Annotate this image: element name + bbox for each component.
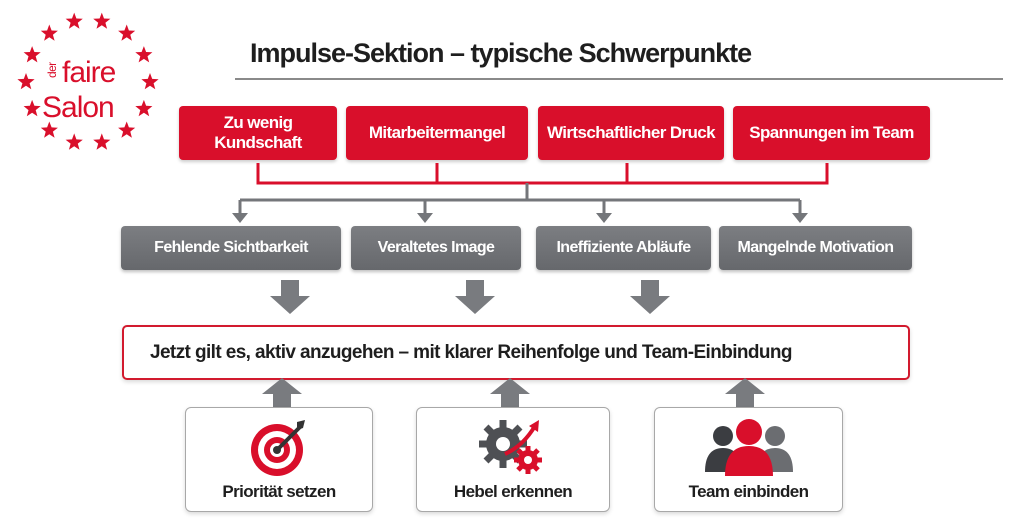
gray-connector [238, 183, 802, 215]
team-icon [704, 419, 793, 476]
challenge-box: Wirtschaftlicher Druck [538, 106, 724, 160]
logo-star-icon [65, 133, 83, 150]
up-arrows [262, 378, 765, 407]
logo-star-icon [135, 99, 153, 117]
logo-star-icon [17, 73, 35, 90]
logo-text-salon: Salon [42, 91, 114, 124]
logo-star-icon [135, 46, 153, 63]
logo-star-icon [118, 121, 136, 138]
logo: der faire Salon [17, 12, 159, 150]
logo-text-der: der [45, 62, 59, 78]
red-connector [256, 163, 829, 185]
action-card-priority: Priorität setzen [185, 407, 373, 512]
cause-box: Fehlende Sichtbarkeit [121, 226, 341, 270]
challenge-box: Mitarbeitermangel [346, 106, 528, 160]
gears-icon [479, 420, 542, 474]
logo-star-icon [93, 12, 111, 29]
logo-star-icon [141, 73, 159, 90]
cause-box: Veraltetes Image [351, 226, 521, 270]
conclusion-box: Jetzt gilt es, aktiv anzugehen – mit kla… [122, 325, 910, 380]
action-label: Priorität setzen [222, 482, 336, 501]
down-arrowheads [232, 213, 808, 223]
logo-star-icon [118, 24, 136, 41]
target-icon [251, 420, 305, 476]
cause-box: Mangelnde Motivation [719, 226, 912, 270]
challenge-box: Spannungen im Team [733, 106, 930, 160]
logo-star-icon [40, 121, 58, 138]
logo-star-icon [65, 12, 83, 29]
big-down-arrows [270, 280, 670, 314]
action-label: Hebel erkennen [453, 482, 573, 501]
logo-text-faire: faire [62, 56, 116, 89]
logo-star-icon [40, 24, 58, 41]
logo-star-icon [93, 133, 111, 150]
action-card-team: Team einbinden [654, 407, 843, 512]
connectors [232, 163, 829, 223]
page-title: Impulse-Sektion – typische Schwerpunkte [250, 38, 752, 68]
challenge-box: Zu wenig Kundschaft [179, 106, 337, 160]
cause-box: Ineffiziente Abläufe [536, 226, 711, 270]
action-label: Team einbinden [688, 482, 809, 501]
logo-star-icon [23, 46, 41, 63]
logo-star-icon [23, 99, 41, 117]
action-card-levers: Hebel erkennen [416, 407, 610, 512]
title-divider [235, 78, 1003, 80]
